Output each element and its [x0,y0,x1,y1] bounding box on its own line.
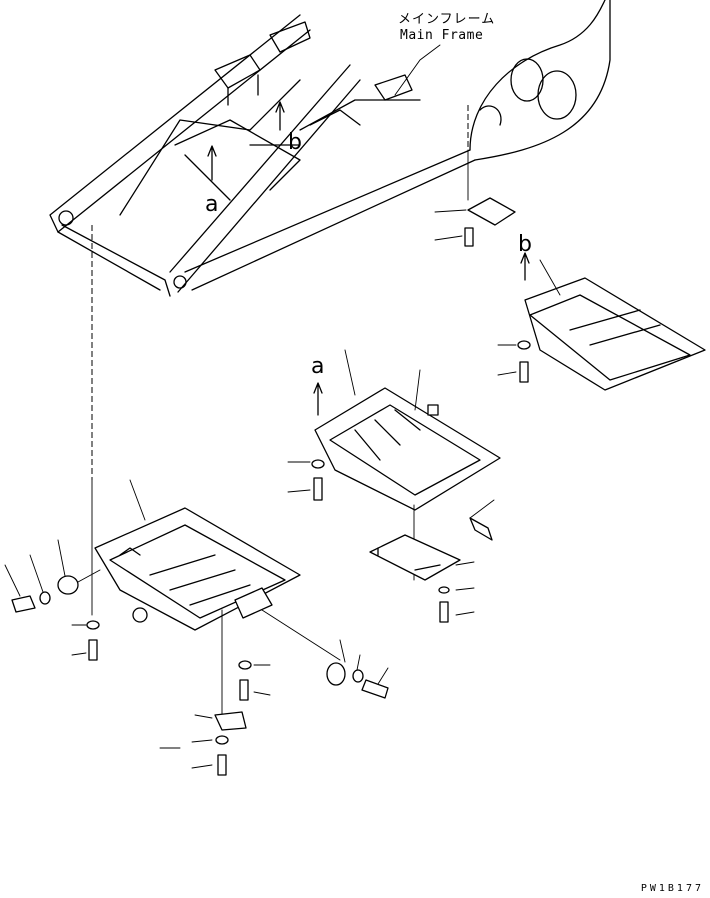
under-cover-right [497,252,706,391]
arrow-a-upper [207,145,217,181]
under-cover-center [287,349,501,623]
arrow-b-upper [275,101,285,131]
arrow-label-b-lower: b [518,232,532,257]
main-frame-title-english: Main Frame [400,28,484,43]
arrow-label-b-upper: b [288,130,302,155]
arrow-label-a-lower: a [311,354,325,379]
drawing-code: PW1B177 [640,883,704,894]
under-cover-left [4,479,389,776]
main-frame-title-japanese: メインフレーム [398,12,496,27]
arrow-label-a-upper: a [205,192,219,217]
main-frame [49,0,611,297]
cover-plate-small [434,197,516,247]
